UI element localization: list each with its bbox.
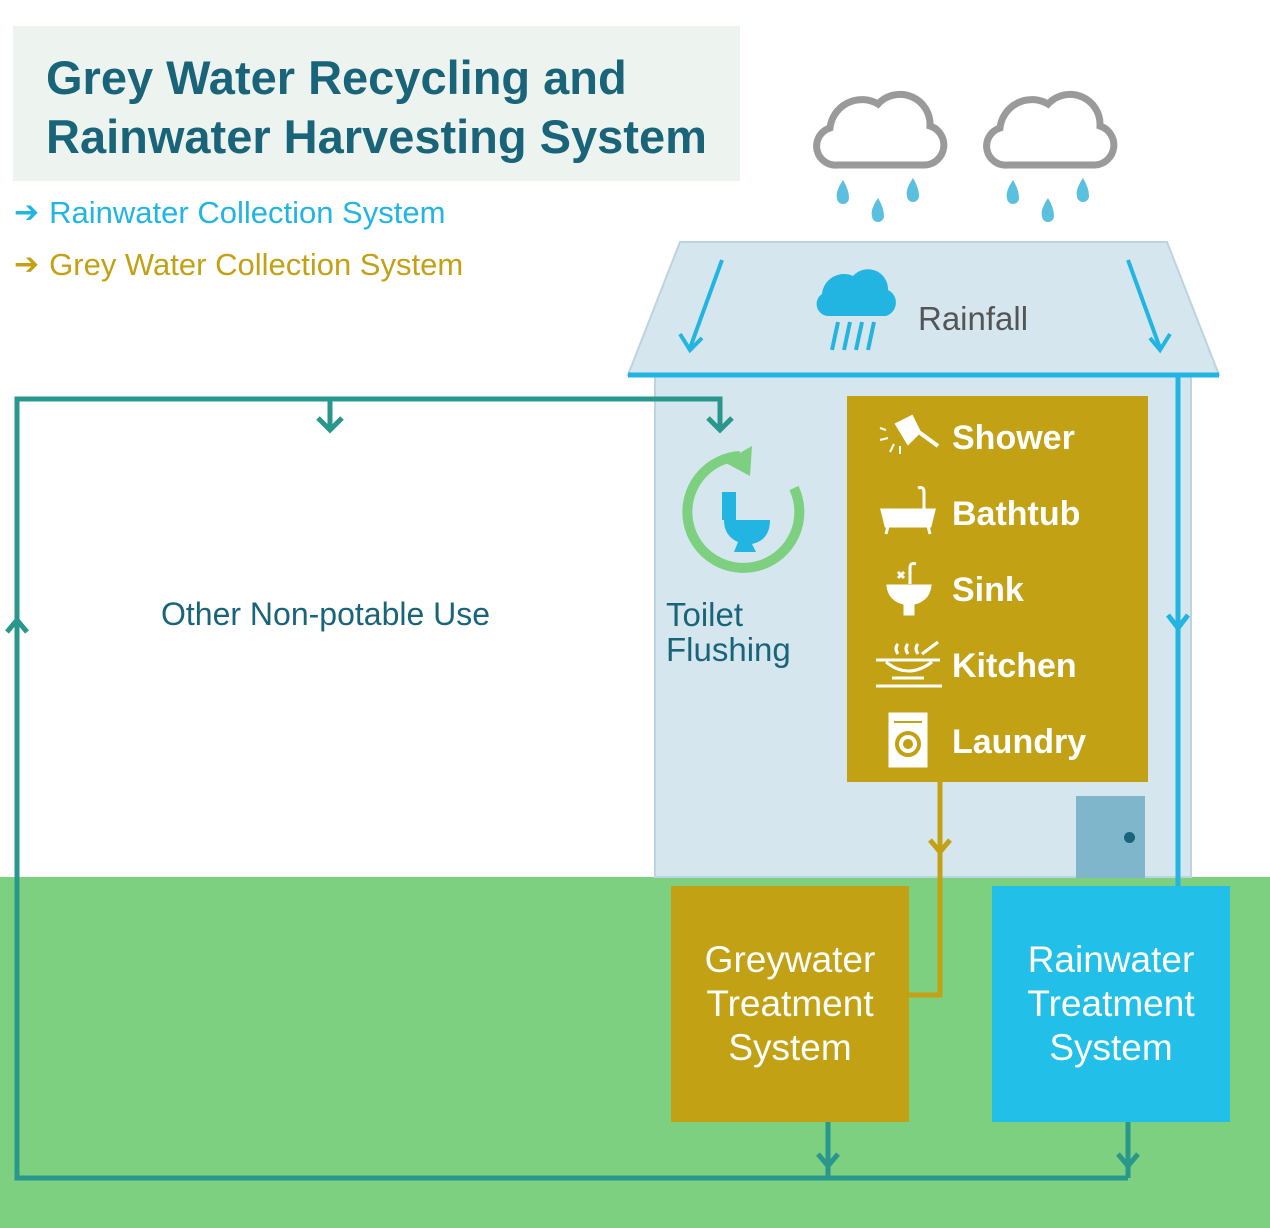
recycle-arrow-icon xyxy=(682,446,805,573)
reuse-loop-pipe xyxy=(5,396,1140,1181)
legend-greywater-label: Grey Water Collection System xyxy=(49,247,464,282)
rain-collection-arrows xyxy=(678,259,1172,354)
door-knob xyxy=(1124,832,1135,843)
legend-greywater: ➔ Grey Water Collection System xyxy=(14,247,463,283)
legend-rainwater-label: Rainwater Collection System xyxy=(49,195,446,230)
washing-machine-icon xyxy=(888,712,928,768)
rainwater-treatment-label: Rainwater Treatment System xyxy=(1027,939,1195,1068)
kitchen-icon xyxy=(876,640,942,688)
rainwater-downpipe xyxy=(1166,375,1190,886)
fixture-sink-label: Sink xyxy=(952,571,1024,609)
rain-cloud-icon xyxy=(983,90,1118,169)
greywater-treatment-system: Greywater Treatment System xyxy=(671,886,909,1122)
fixture-laundry-label: Laundry xyxy=(952,723,1087,761)
toilet-flushing-label: Toilet Flushing xyxy=(666,596,791,668)
raindrops-icon xyxy=(836,178,1089,222)
bathtub-icon xyxy=(880,486,936,535)
arrow-right-icon: ➔ xyxy=(14,196,40,229)
rainwater-treatment-system: Rainwater Treatment System xyxy=(992,886,1230,1122)
fixture-shower-label: Shower xyxy=(952,419,1075,457)
other-non-potable-use-label: Other Non-potable Use xyxy=(161,596,491,632)
legend-rainwater: ➔ Rainwater Collection System xyxy=(14,195,445,231)
rain-cloud-icon xyxy=(813,90,948,169)
fixture-kitchen-label: Kitchen xyxy=(952,647,1077,685)
sink-icon xyxy=(886,562,932,616)
diagram-title: Grey Water Recycling and Rainwater Harve… xyxy=(46,48,736,166)
fixture-bathtub-label: Bathtub xyxy=(952,495,1081,533)
title-line-1: Grey Water Recycling and xyxy=(46,51,627,104)
greywater-pipe xyxy=(909,782,952,998)
shower-icon xyxy=(879,414,940,454)
rainfall-icon xyxy=(816,269,896,351)
arrow-right-icon: ➔ xyxy=(14,248,40,281)
greywater-treatment-label: Greywater Treatment System xyxy=(704,939,876,1068)
toilet-icon xyxy=(722,492,770,552)
title-panel xyxy=(13,26,740,181)
title-line-2: Rainwater Harvesting System xyxy=(46,110,707,163)
rainfall-label: Rainfall xyxy=(918,300,1029,337)
